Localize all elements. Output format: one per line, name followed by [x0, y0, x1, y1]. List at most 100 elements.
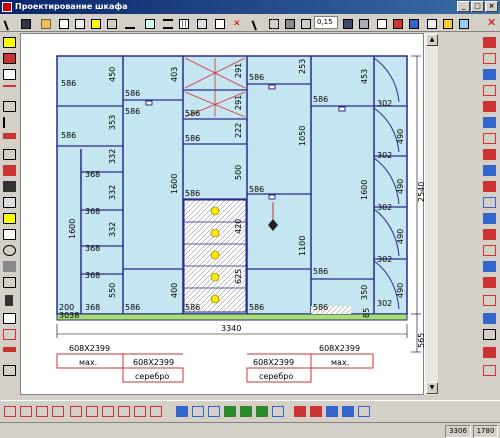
view-button[interactable] [356, 16, 370, 30]
bottom-tool-13[interactable] [208, 406, 220, 417]
right-tool-18[interactable] [483, 313, 496, 324]
bottom-tool-22[interactable] [358, 406, 370, 417]
left-tool-color[interactable] [3, 37, 16, 48]
panel-tool-button[interactable] [72, 16, 86, 30]
line-tool-button[interactable] [122, 16, 136, 30]
scroll-up-arrow[interactable]: ▲ [426, 34, 438, 46]
left-tool-last[interactable] [3, 365, 16, 376]
left-tool-grid[interactable] [3, 229, 16, 240]
left-tool-rod[interactable] [3, 133, 16, 139]
left-tool-frame[interactable] [3, 101, 16, 112]
exit-icon[interactable]: ✕ [487, 16, 497, 29]
right-tool-7[interactable] [483, 133, 496, 144]
left-tool-panel[interactable] [3, 69, 16, 80]
bottom-tool-7[interactable] [102, 406, 114, 417]
zoom-apply-button[interactable] [340, 16, 354, 30]
bottom-tool-15[interactable] [240, 406, 252, 417]
tool-b-button[interactable] [406, 16, 420, 30]
left-tool-drawer[interactable] [3, 197, 16, 208]
door-tool-button[interactable] [194, 16, 208, 30]
right-tool-6[interactable] [483, 117, 496, 128]
bottom-tool-1[interactable] [4, 406, 16, 417]
close-doc-button[interactable]: ✕ [230, 16, 244, 30]
left-tool-partition[interactable] [3, 117, 16, 128]
options-button[interactable] [456, 16, 470, 30]
left-tool-beam[interactable] [5, 295, 13, 306]
tool-c-button[interactable] [424, 16, 438, 30]
right-tool-11[interactable] [483, 197, 496, 208]
bottom-tool-12[interactable] [192, 406, 204, 417]
left-tool-circle[interactable] [3, 245, 16, 256]
bottom-tool-20[interactable] [326, 406, 338, 417]
right-tool-9[interactable] [483, 165, 496, 176]
right-tool-8[interactable] [483, 149, 496, 160]
right-tool-2[interactable] [483, 53, 496, 64]
left-tool-hanger[interactable] [3, 165, 16, 176]
maximize-button[interactable]: □ [471, 1, 484, 12]
select-tool-button[interactable] [250, 16, 265, 31]
scroll-down-arrow[interactable]: ▼ [426, 382, 438, 394]
right-tool-12[interactable] [483, 213, 496, 224]
right-tool-16[interactable] [483, 277, 496, 288]
left-tool-cross[interactable] [3, 313, 16, 324]
bottom-tool-19[interactable] [310, 406, 322, 417]
tool-a-button[interactable] [390, 16, 404, 30]
left-tool-fill[interactable] [3, 213, 16, 224]
right-tool-1[interactable] [483, 37, 496, 48]
bottom-tool-2[interactable] [20, 406, 32, 417]
bottom-tool-3[interactable] [36, 406, 48, 417]
print-button[interactable] [298, 16, 312, 30]
right-tool-14[interactable] [483, 245, 496, 256]
left-tool-bar[interactable] [3, 347, 16, 352]
close-window-button[interactable]: × [485, 1, 498, 12]
bottom-tool-11[interactable] [176, 406, 188, 417]
right-tool-21[interactable] [483, 365, 496, 376]
left-tool-red-box[interactable] [3, 53, 16, 64]
right-tool-4[interactable] [483, 85, 496, 96]
box-tool-button[interactable] [56, 16, 70, 30]
right-tool-15[interactable] [483, 261, 496, 272]
zoom-field[interactable]: 0,15 [314, 16, 338, 29]
right-tool-17[interactable] [483, 295, 496, 306]
drawer-tool-button[interactable] [212, 16, 226, 30]
right-tool-3[interactable] [483, 69, 496, 80]
left-tool-shelf[interactable] [3, 85, 16, 96]
rectangle-tool-button[interactable] [104, 16, 118, 30]
report-button[interactable] [374, 16, 388, 30]
bottom-tool-10[interactable] [150, 406, 162, 417]
printer-icon [301, 19, 311, 29]
vertical-scrollbar[interactable]: ▲ ▼ [424, 33, 438, 395]
calc-button[interactable] [282, 16, 296, 30]
bottom-tool-6[interactable] [86, 406, 98, 417]
save-button[interactable] [18, 16, 32, 30]
bottom-tool-21[interactable] [342, 406, 354, 417]
color-fill-button[interactable] [88, 16, 102, 30]
bottom-tool-4[interactable] [52, 406, 64, 417]
bottom-tool-9[interactable] [134, 406, 146, 417]
right-tool-19[interactable] [483, 329, 496, 340]
grid-tool-button[interactable] [176, 16, 190, 30]
right-tool-13[interactable] [483, 229, 496, 240]
left-tool-outline[interactable] [3, 329, 16, 340]
left-tool-mesh[interactable] [3, 261, 16, 272]
bottom-tool-16[interactable] [256, 406, 268, 417]
shelf-tool-button[interactable] [160, 16, 174, 30]
bottom-tool-17[interactable] [272, 406, 284, 417]
left-tool-pantograph[interactable] [3, 181, 16, 192]
left-tool-basket[interactable] [3, 149, 16, 160]
minimize-button[interactable]: _ [457, 1, 470, 12]
right-tool-20[interactable] [483, 347, 496, 358]
bottom-tool-8[interactable] [118, 406, 130, 417]
edit-tool-button[interactable] [142, 16, 156, 30]
left-tool-box[interactable] [3, 277, 16, 288]
right-tool-10[interactable] [483, 181, 496, 192]
dimension-tool-button[interactable] [266, 16, 280, 30]
right-tool-5[interactable] [483, 101, 496, 112]
pointer-tool-button[interactable] [2, 16, 17, 31]
bottom-tool-18[interactable] [294, 406, 306, 417]
open-button[interactable] [38, 16, 52, 30]
help-button[interactable] [440, 16, 454, 30]
bottom-tool-5[interactable] [70, 406, 82, 417]
bottom-tool-14[interactable] [224, 406, 236, 417]
